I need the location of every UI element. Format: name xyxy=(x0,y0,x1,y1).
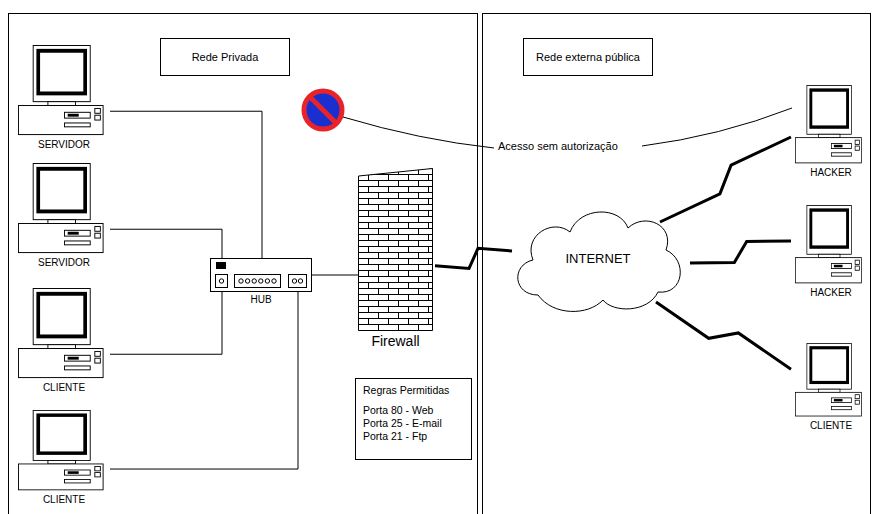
server-computer-shape xyxy=(18,163,110,255)
firewall-wall: Firewall xyxy=(358,168,433,331)
client-computer-shape xyxy=(795,343,867,418)
network-cable xyxy=(110,111,262,258)
device-label: SERVIDOR xyxy=(18,257,110,269)
network-cable xyxy=(110,292,222,354)
hacker-computer-shape xyxy=(795,205,867,285)
lightning-link xyxy=(435,248,512,268)
device-label: SERVIDOR xyxy=(18,139,110,151)
client-computer: CLIENTE xyxy=(795,343,867,418)
lightning-link xyxy=(660,137,791,222)
device-label: CLIENTE xyxy=(18,494,110,506)
device-label: CLIENTE xyxy=(18,382,110,394)
hacker-computer: HACKER xyxy=(795,85,867,165)
client-computer: CLIENTE xyxy=(18,288,110,380)
hacker-computer: HACKER xyxy=(795,205,867,285)
node-label: Rede externa pública xyxy=(536,51,640,64)
device-label: HACKER xyxy=(795,287,867,299)
leader-line xyxy=(642,108,792,146)
device-label: HACKER xyxy=(795,167,867,179)
node-label: Rede Privada xyxy=(192,51,259,64)
network-hub: HUB xyxy=(210,258,312,292)
client-computer-shape xyxy=(18,410,110,492)
rule-text: Regras Permitidas xyxy=(363,384,464,397)
lightning-link xyxy=(690,241,791,263)
client-computer-shape xyxy=(18,288,110,380)
public-network-panel xyxy=(483,14,871,514)
rules-box: Regras PermitidasPorta 80 - WebPorta 25 … xyxy=(355,378,472,460)
hacker-computer-shape xyxy=(795,85,867,165)
server-computer: SERVIDOR xyxy=(18,45,110,137)
internet-cloud: INTERNET xyxy=(508,200,688,318)
rule-text: Porta 21 - Ftp xyxy=(363,430,464,443)
private-network-panel xyxy=(9,14,478,514)
network-hub-shape xyxy=(210,258,312,292)
device-label: Firewall xyxy=(358,333,433,349)
node-label: INTERNET xyxy=(566,252,631,267)
network-cable xyxy=(110,292,298,469)
network-cable xyxy=(312,275,358,276)
lightning-link xyxy=(656,302,791,369)
region-title: Rede externa pública xyxy=(523,38,653,76)
forbidden-sign xyxy=(304,91,342,129)
server-computer-shape xyxy=(18,45,110,137)
region-title: Rede Privada xyxy=(160,38,290,76)
device-label: CLIENTE xyxy=(795,420,867,432)
firewall-wall-shape xyxy=(358,168,433,331)
rule-text: Porta 80 - Web xyxy=(363,404,464,417)
server-computer: SERVIDOR xyxy=(18,163,110,255)
leader-line xyxy=(343,117,494,148)
network-cable xyxy=(110,229,222,258)
callout-label: Acesso sem autorização xyxy=(496,140,620,152)
client-computer: CLIENTE xyxy=(18,410,110,492)
device-label: HUB xyxy=(210,294,312,306)
rule-text: Porta 25 - E-mail xyxy=(363,417,464,430)
